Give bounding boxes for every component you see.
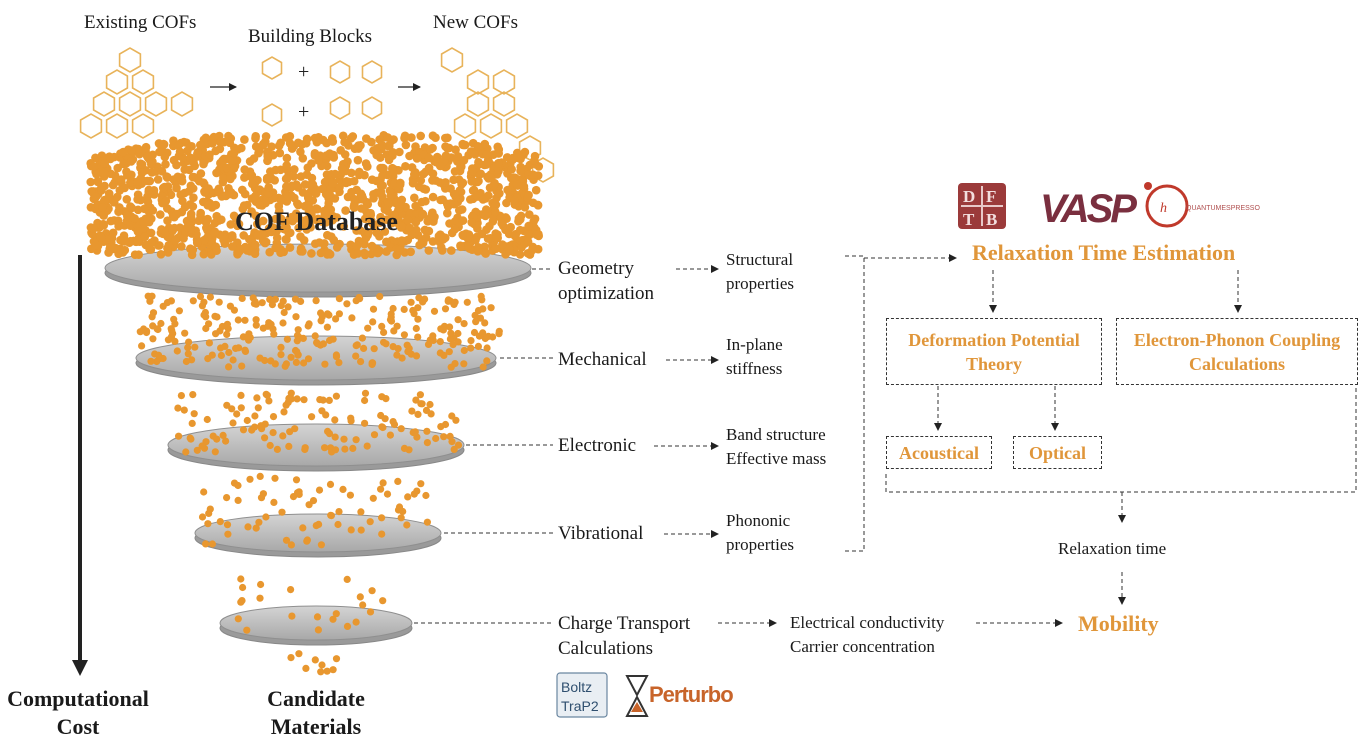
quantum-espresso-logo: h QUANTUMESPRESSO (1144, 182, 1260, 228)
existing-cofs-label: Existing COFs (84, 12, 197, 33)
svg-text:Perturbo: Perturbo (649, 682, 733, 707)
svg-text:QUANTUMESPRESSO: QUANTUMESPRESSO (1186, 205, 1260, 212)
candidate-dots (86, 131, 544, 676)
svg-text:T: T (963, 210, 975, 229)
step-electronic: Electronic (558, 435, 637, 456)
disk-5 (219, 605, 413, 646)
perturbo-logo: Perturbo (625, 675, 734, 717)
relaxation-title: Relaxation Time Estimation (972, 240, 1236, 265)
svg-text:TraP2: TraP2 (561, 698, 599, 714)
plus-sign-2: + (298, 101, 309, 123)
step-mechanical: Mechanical (558, 349, 647, 370)
relaxation-time-label: Relaxation time (1058, 539, 1167, 558)
svg-text:VASP: VASP (1040, 187, 1137, 231)
svg-text:Boltz: Boltz (561, 679, 592, 695)
svg-text:B: B (986, 210, 997, 229)
molecule-structures (79, 47, 555, 183)
building-blocks-label: Building Blocks (248, 26, 373, 47)
svg-text:F: F (986, 187, 996, 206)
dashed-arrows (654, 254, 1357, 627)
dftb-logo: D F T B (958, 183, 1006, 229)
step-vibrational: Vibrational (558, 523, 644, 544)
disk-4 (194, 513, 442, 558)
boltztrap-logo: Boltz TraP2 (556, 672, 608, 718)
new-cofs-label: New COFs (433, 12, 518, 33)
cof-database-label: COF Database (235, 207, 398, 236)
disk-3 (167, 423, 465, 472)
mobility-label: Mobility (1078, 611, 1159, 636)
plus-sign-1: + (298, 61, 309, 83)
acoustical-box: Acoustical (886, 436, 992, 469)
optical-box: Optical (1013, 436, 1102, 469)
vasp-logo: VASP (1040, 187, 1140, 231)
dashed-connectors (414, 268, 553, 624)
svg-text:D: D (963, 187, 975, 206)
svg-text:h: h (1160, 201, 1167, 216)
